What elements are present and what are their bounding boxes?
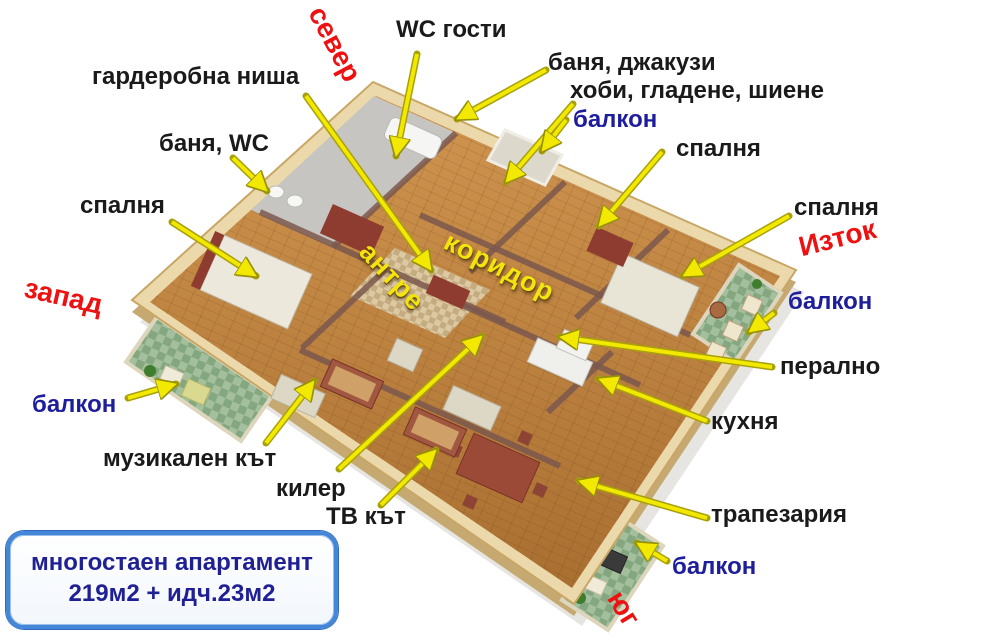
arrow-wc-guests bbox=[396, 53, 419, 156]
arrow-music-corner bbox=[264, 381, 314, 445]
arrow-bedroom-east bbox=[683, 214, 790, 276]
tv-table bbox=[402, 406, 468, 458]
arrow-pantry bbox=[337, 336, 482, 471]
furniture bbox=[190, 117, 727, 510]
label-pantry: килер bbox=[276, 475, 346, 502]
label-music-corner: музикален кът bbox=[103, 445, 277, 472]
info-box-line1: многостаен апартамент bbox=[31, 549, 313, 576]
annotation-arrows bbox=[127, 53, 790, 563]
info-box: многостаен апартамент 219м2 + идч.23м2 bbox=[6, 531, 338, 629]
arrow-balcony-west bbox=[127, 384, 176, 398]
arrow-dining bbox=[579, 481, 708, 520]
arrow-bedroom-west bbox=[170, 220, 256, 276]
washbasin-2 bbox=[286, 194, 304, 208]
arrow-bath-wc bbox=[231, 156, 267, 191]
arrow-wardrobe-niche bbox=[304, 94, 431, 270]
armchair bbox=[386, 337, 424, 373]
antre-cabinet bbox=[425, 274, 471, 310]
dining-table bbox=[447, 430, 548, 510]
label-bath-wc: баня, WC bbox=[159, 130, 269, 157]
arrow-bath-jacuzzi bbox=[457, 68, 547, 119]
washbasin-1 bbox=[267, 185, 285, 199]
label-dining-room: трапезария bbox=[711, 501, 847, 528]
arrow-balcony-south bbox=[637, 543, 669, 563]
label-tv-corner: ТВ кът bbox=[326, 503, 406, 530]
arrow-bedroom-north bbox=[599, 150, 664, 226]
arrow-laundry bbox=[560, 337, 773, 369]
music-table bbox=[319, 358, 385, 410]
dresser-east bbox=[586, 226, 634, 268]
side-table bbox=[709, 301, 727, 319]
label-wardrobe-niche: гардеробна ниша bbox=[92, 63, 300, 90]
arrow-balcony-east bbox=[749, 311, 776, 332]
label-hobby: хоби, гладене, шиене bbox=[570, 77, 825, 104]
sofa-2 bbox=[442, 384, 502, 432]
arrow-balcony-north bbox=[542, 118, 568, 151]
arrow-tv-corner bbox=[379, 450, 436, 507]
wardrobe-west bbox=[319, 203, 385, 257]
bed-east bbox=[599, 252, 701, 338]
label-bedroom-east: спалня bbox=[794, 194, 879, 221]
label-bath-jacuzzi: баня, джакузи bbox=[548, 49, 716, 76]
label-balcony-west: балкон bbox=[32, 391, 117, 418]
arrow-kitchen bbox=[599, 379, 708, 423]
label-bedroom-north: спалня bbox=[676, 135, 761, 162]
label-bedroom-west: спалня bbox=[80, 192, 165, 219]
label-balcony-east: балкон bbox=[788, 288, 873, 315]
label-balcony-north: балкон bbox=[573, 106, 658, 133]
label-balcony-south: балкон bbox=[672, 553, 757, 580]
label-laundry: перално bbox=[780, 353, 881, 380]
label-kitchen: кухня bbox=[711, 408, 779, 435]
label-wc-guests: WC гости bbox=[396, 16, 507, 43]
info-box-line2: 219м2 + идч.23м2 bbox=[68, 580, 276, 608]
